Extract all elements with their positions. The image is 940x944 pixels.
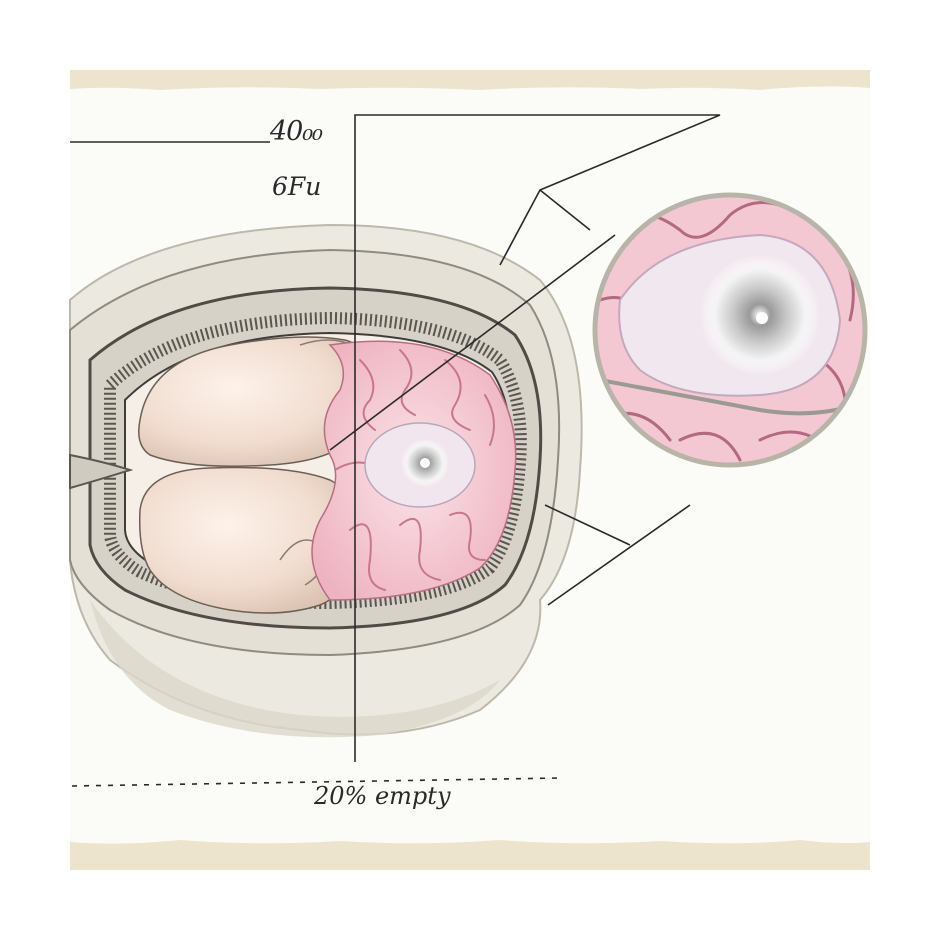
emptiness-annotation: 20% empty bbox=[314, 782, 451, 810]
paper-bottom-edge bbox=[70, 840, 870, 870]
brain-stem bbox=[69, 453, 134, 490]
measurement-label-top: 40₀₀ bbox=[270, 116, 323, 147]
callout-lines bbox=[70, 114, 721, 787]
zoom-inset-ring bbox=[592, 192, 868, 468]
zoom-inset bbox=[595, 195, 865, 465]
gyri-lines bbox=[334, 349, 495, 591]
paper-top-edge bbox=[70, 70, 870, 90]
skull-lower-fold bbox=[90, 600, 500, 738]
measurement-label-middle: 6Fu bbox=[272, 172, 322, 201]
dura-band bbox=[104, 311, 527, 610]
